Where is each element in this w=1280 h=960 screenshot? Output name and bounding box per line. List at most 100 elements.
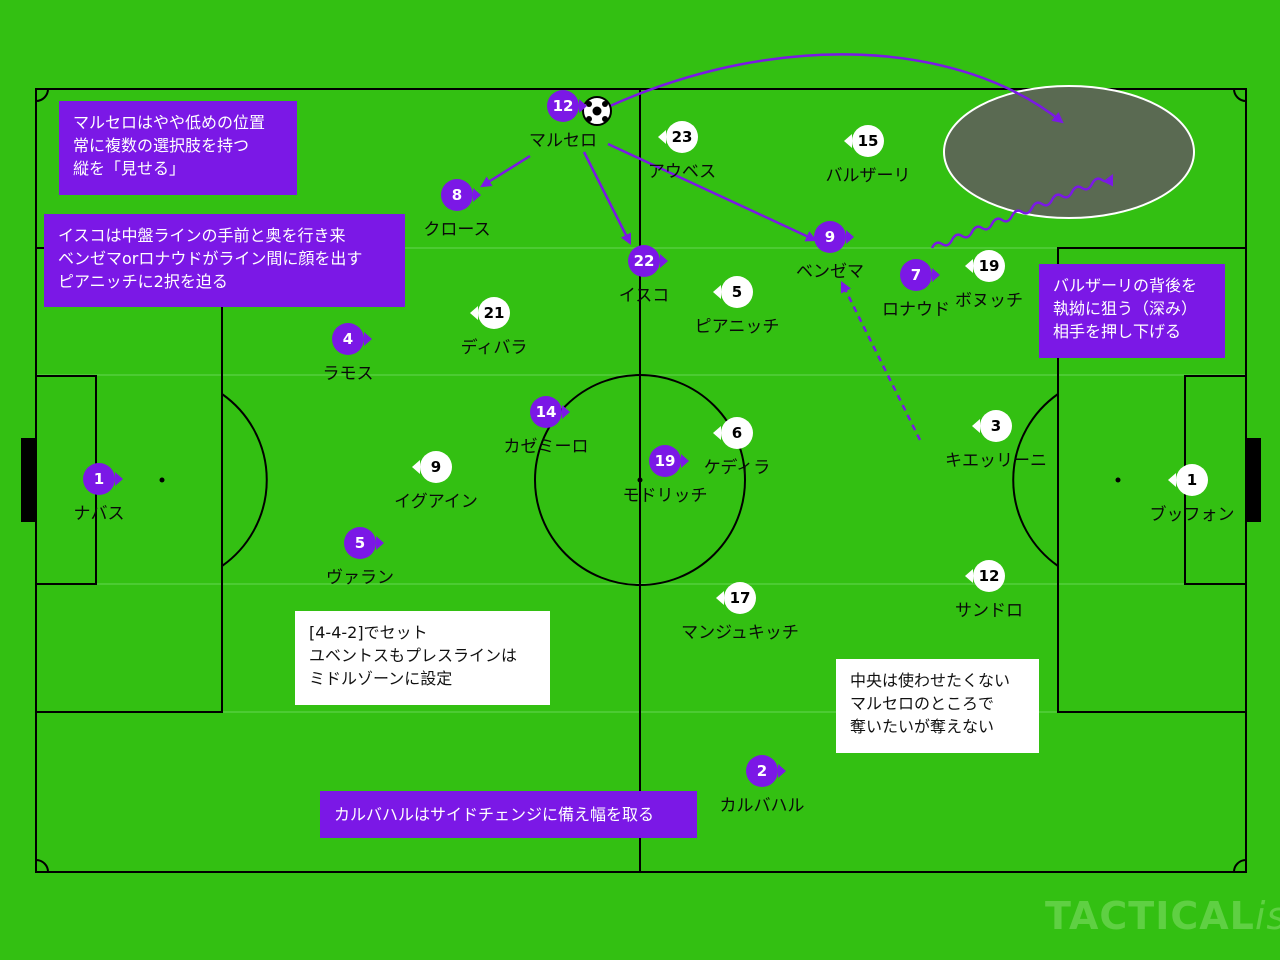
player-number: 4 — [332, 323, 364, 355]
left-goal — [21, 438, 36, 522]
facing-direction-marker — [716, 591, 724, 605]
player-number: 5 — [344, 527, 376, 559]
note-line: [4-4-2]でセット — [309, 623, 428, 642]
note-line: バルザーリの背後を — [1053, 276, 1198, 295]
player-number: 15 — [852, 125, 884, 157]
note-line: 常に複数の選択肢を持つ — [73, 136, 250, 155]
movement-arrows — [480, 53, 1114, 441]
center-circle — [534, 374, 746, 586]
facing-direction-marker — [713, 426, 721, 440]
player-number: 3 — [980, 410, 1012, 442]
player-number: 12 — [973, 560, 1005, 592]
facing-direction-marker — [972, 419, 980, 433]
right-goal — [1246, 438, 1261, 522]
player-name: キエッリーニ — [945, 451, 1047, 471]
player-number: 5 — [721, 276, 753, 308]
player-number: 1 — [1176, 464, 1208, 496]
player-name: ロナウド — [882, 300, 950, 320]
player-name: モドリッチ — [622, 486, 708, 506]
player-number: 9 — [420, 451, 452, 483]
player-name: マルセロ — [529, 131, 597, 151]
player-number: 19 — [649, 445, 681, 477]
facing-direction-marker — [376, 536, 384, 550]
player-number: 21 — [478, 297, 510, 329]
note-line: カルバハルはサイドチェンジに備え幅を取る — [334, 805, 655, 824]
facing-direction-marker — [965, 259, 973, 273]
ball-icon — [582, 96, 612, 126]
facing-direction-marker — [473, 188, 481, 202]
player-name: クロース — [423, 220, 491, 240]
player-number: 2 — [746, 755, 778, 787]
player-name: ブッフォン — [1149, 505, 1235, 525]
facing-direction-marker — [658, 130, 666, 144]
note-line: 相手を押し下げる — [1053, 322, 1182, 341]
note-carvajal: カルバハルはサイドチェンジに備え幅を取る — [320, 791, 697, 838]
player-number: 12 — [547, 90, 579, 122]
watermark-suffix: ista — [1254, 894, 1280, 938]
player-number: 22 — [628, 245, 660, 277]
note-line: ミドルゾーンに設定 — [309, 669, 453, 688]
left-penalty-arc — [221, 393, 268, 567]
note-line: 中央は使わせたくない — [850, 671, 1011, 690]
corner-arcs — [35, 88, 1247, 873]
note-line: 奪いたいが奪えない — [850, 717, 995, 736]
watermark-main: TACTICAL — [1045, 894, 1255, 938]
player-number: 14 — [530, 396, 562, 428]
facing-direction-marker — [364, 332, 372, 346]
player-name: カゼミーロ — [503, 437, 589, 457]
facing-direction-marker — [412, 460, 420, 474]
facing-direction-marker — [713, 285, 721, 299]
facing-direction-marker — [470, 306, 478, 320]
player-name: バルザーリ — [825, 166, 911, 186]
facing-direction-marker — [660, 254, 668, 268]
player-name: イグアイン — [394, 492, 478, 512]
player-name: カルバハル — [719, 796, 805, 816]
player-name: ベンゼマ — [796, 262, 864, 282]
target-zone — [943, 85, 1195, 219]
player-number: 6 — [721, 417, 753, 449]
player-number: 17 — [724, 582, 756, 614]
note-line: ベンゼマorロナウドがライン間に顔を出す — [58, 249, 363, 268]
player-number: 9 — [814, 221, 846, 253]
facing-direction-marker — [844, 134, 852, 148]
player-name: アウベス — [647, 162, 717, 182]
player-name: ピアニッチ — [694, 317, 780, 337]
watermark-logo: TACTICALista — [1045, 894, 1280, 938]
note-barzagli: バルザーリの背後を 執拗に狙う（深み） 相手を押し下げる — [1039, 264, 1225, 358]
player-name: マンジュキッチ — [681, 623, 799, 643]
facing-direction-marker — [115, 472, 123, 486]
player-name: ラモス — [322, 364, 374, 384]
facing-direction-marker — [562, 405, 570, 419]
facing-direction-marker — [1168, 473, 1176, 487]
left-penalty-spot — [159, 477, 165, 483]
player-name: ヴァラン — [326, 568, 394, 588]
note-setup: [4-4-2]でセット ユベントスもプレスラインは ミドルゾーンに設定 — [295, 611, 550, 705]
right-penalty-arc — [1012, 393, 1059, 567]
right-penalty-spot — [1115, 477, 1121, 483]
player-name: ボヌッチ — [955, 291, 1023, 311]
note-line: イスコは中盤ラインの手前と奥を行き来 — [58, 226, 346, 245]
player-number: 19 — [973, 250, 1005, 282]
player-name: サンドロ — [955, 601, 1023, 621]
note-isco: イスコは中盤ラインの手前と奥を行き来 ベンゼマorロナウドがライン間に顔を出す … — [44, 214, 405, 307]
facing-direction-marker — [681, 454, 689, 468]
center-spot — [637, 477, 643, 483]
note-line: マルセロはやや低めの位置 — [73, 113, 266, 132]
player-number: 7 — [900, 259, 932, 291]
note-line: ユベントスもプレスラインは — [309, 646, 518, 665]
facing-direction-marker — [932, 268, 940, 282]
facing-direction-marker — [579, 99, 587, 113]
note-line: 縦を「見せる」 — [73, 159, 186, 178]
player-number: 23 — [666, 121, 698, 153]
note-line: ピアニッチに2択を迫る — [58, 272, 228, 291]
note-marcelo: マルセロはやや低めの位置 常に複数の選択肢を持つ 縦を「見せる」 — [59, 101, 297, 195]
player-name: イスコ — [618, 286, 670, 306]
facing-direction-marker — [846, 230, 854, 244]
player-name: ナバス — [73, 504, 125, 524]
player-name: ケディラ — [703, 458, 771, 478]
left-penalty-area — [35, 247, 223, 713]
note-center: 中央は使わせたくない マルセロのところで 奪いたいが奪えない — [836, 659, 1039, 753]
note-line: 執拗に狙う（深み） — [1053, 299, 1198, 318]
player-number: 8 — [441, 179, 473, 211]
facing-direction-marker — [778, 764, 786, 778]
